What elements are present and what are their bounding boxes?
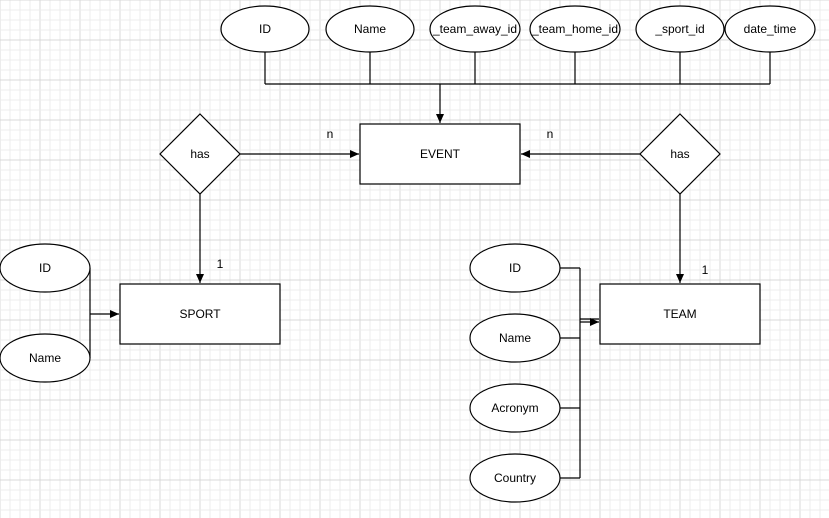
attribute-team-id-shape bbox=[469, 243, 561, 293]
attribute-team-acronym-shape bbox=[469, 383, 561, 433]
attribute-event-id[interactable]: ID bbox=[220, 5, 310, 53]
attribute-team-name[interactable]: Name bbox=[469, 313, 561, 363]
attribute-sport-name-shape bbox=[0, 333, 91, 383]
attribute-sport-id-shape bbox=[0, 243, 91, 293]
attribute-team-country-label: Country bbox=[494, 471, 536, 485]
relationship-team-event[interactable]: has bbox=[639, 113, 721, 195]
attribute-event-date-time[interactable]: date_time bbox=[724, 5, 816, 53]
attribute-event-name-label: Name bbox=[354, 22, 386, 36]
attribute-event-team-home-id-label: _team_home_id bbox=[531, 22, 618, 36]
attribute-sport-id[interactable]: ID bbox=[0, 243, 91, 293]
attribute-event-id-shape bbox=[220, 5, 310, 53]
cardinality-team-side-event: n bbox=[547, 127, 554, 141]
relationship-sport-event-shape bbox=[159, 113, 241, 195]
entity-event-box bbox=[359, 123, 521, 185]
attribute-event-sport-id[interactable]: _sport_id bbox=[635, 5, 725, 53]
attribute-event-team-away-id-shape bbox=[429, 5, 521, 53]
relationship-sport-event[interactable]: has bbox=[159, 113, 241, 195]
attribute-team-id-label: ID bbox=[509, 261, 521, 275]
attribute-team-name-label: Name bbox=[499, 331, 531, 345]
relationship-team-event-shape bbox=[639, 113, 721, 195]
entity-team-box bbox=[599, 283, 761, 345]
entity-sport-label: SPORT bbox=[179, 307, 221, 321]
attribute-team-country-shape bbox=[469, 453, 561, 503]
attribute-team-country[interactable]: Country bbox=[469, 453, 561, 503]
entity-sport-box bbox=[119, 283, 281, 345]
attribute-sport-name-label: Name bbox=[29, 351, 61, 365]
cardinality-team-side: 1 bbox=[702, 263, 709, 277]
attribute-team-id[interactable]: ID bbox=[469, 243, 561, 293]
sport-attributes: ID Name bbox=[0, 243, 91, 383]
entity-sport[interactable]: SPORT bbox=[119, 283, 281, 345]
cardinality-sport-side: 1 bbox=[217, 257, 224, 271]
attribute-event-id-label: ID bbox=[259, 22, 271, 36]
entity-team-label: TEAM bbox=[663, 307, 696, 321]
attribute-event-sport-id-label: _sport_id bbox=[654, 22, 704, 36]
relationship-sport-event-label: has bbox=[190, 147, 209, 161]
entity-event-label: EVENT bbox=[420, 147, 461, 161]
attribute-team-acronym-label: Acronym bbox=[491, 401, 538, 415]
attribute-event-name-shape bbox=[325, 5, 415, 53]
attribute-event-name[interactable]: Name bbox=[325, 5, 415, 53]
entity-team[interactable]: TEAM bbox=[599, 283, 761, 345]
team-attributes: ID Name Acronym Country bbox=[469, 243, 561, 503]
attribute-sport-id-label: ID bbox=[39, 261, 51, 275]
attribute-event-team-away-id-label: _team_away_id bbox=[432, 22, 517, 36]
event-attributes: ID Name _team_away_id _team_home_id _spo… bbox=[220, 5, 816, 53]
connectors bbox=[89, 52, 771, 479]
attribute-event-date-time-label: date_time bbox=[744, 22, 797, 36]
attribute-event-team-home-id[interactable]: _team_home_id bbox=[529, 5, 621, 53]
relationship-team-event-label: has bbox=[670, 147, 689, 161]
attribute-event-team-away-id[interactable]: _team_away_id bbox=[429, 5, 521, 53]
attribute-team-acronym[interactable]: Acronym bbox=[469, 383, 561, 433]
attribute-event-sport-id-shape bbox=[635, 5, 725, 53]
entity-event[interactable]: EVENT bbox=[359, 123, 521, 185]
attribute-event-date-time-shape bbox=[724, 5, 816, 53]
attribute-event-team-home-id-shape bbox=[529, 5, 621, 53]
cardinality-sport-side-event: n bbox=[327, 127, 334, 141]
attribute-team-name-shape bbox=[469, 313, 561, 363]
attribute-sport-name[interactable]: Name bbox=[0, 333, 91, 383]
